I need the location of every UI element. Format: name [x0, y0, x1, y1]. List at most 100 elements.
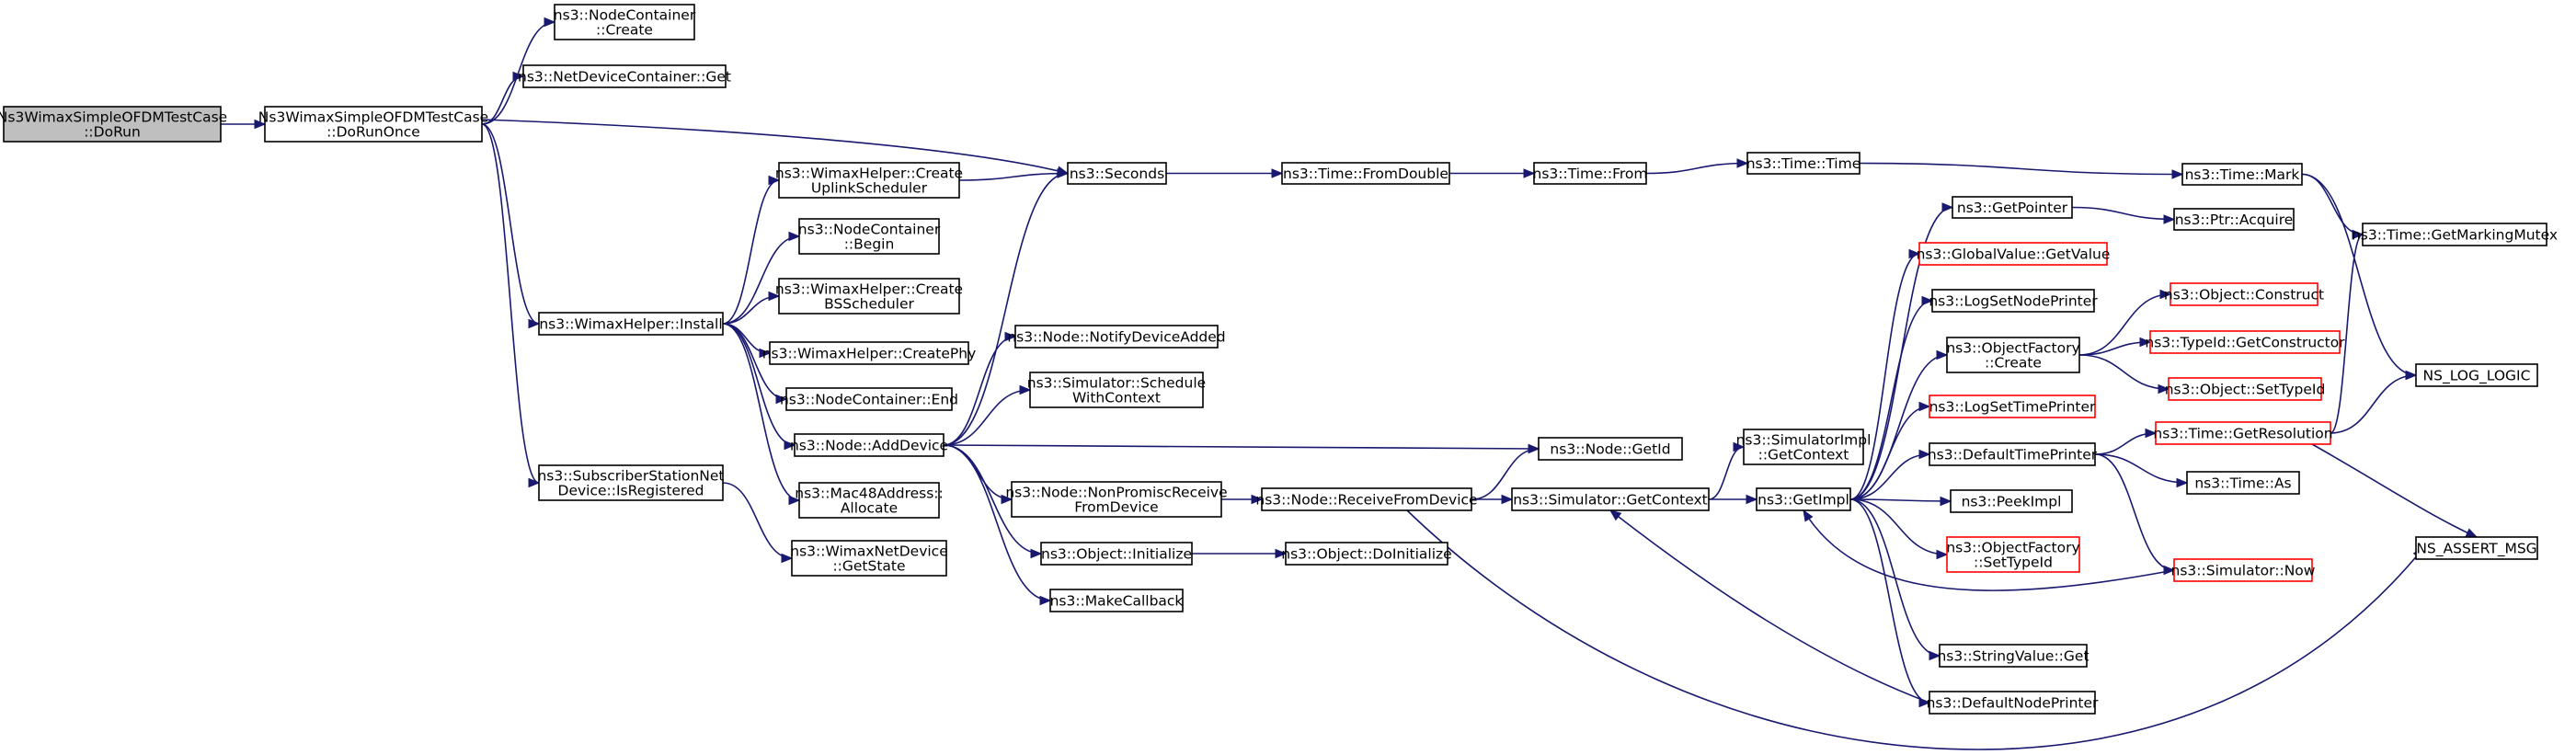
node-ncCreate[interactable]: ns3::NodeContainer::Create: [554, 4, 696, 40]
node-getMarkingMutex[interactable]: ns3::Time::GetMarkingMutex: [2352, 223, 2558, 246]
node-box-macAllocate[interactable]: [798, 482, 940, 519]
node-wimaxInstall[interactable]: ns3::WimaxHelper::Install: [538, 312, 724, 336]
node-box-doRunOnce[interactable]: [264, 106, 483, 143]
node-box-objSetTypeId[interactable]: [2168, 377, 2322, 401]
node-timeFromDouble[interactable]: ns3::Time::FromDouble: [1281, 162, 1450, 185]
node-ncBegin[interactable]: ns3::NodeContainer::Begin: [798, 218, 941, 255]
node-simNow[interactable]: ns3::Simulator::Now: [2171, 558, 2316, 582]
node-macAllocate[interactable]: ns3::Mac48Address::Allocate: [795, 482, 944, 519]
node-box-nonPromisc[interactable]: [1011, 481, 1222, 518]
node-box-ofSetTypeId[interactable]: [1946, 536, 2080, 573]
node-box-objInitialize[interactable]: [1040, 542, 1193, 566]
node-box-gvGetValue[interactable]: [1918, 242, 2108, 266]
node-ncEnd[interactable]: ns3::NodeContainer::End: [780, 387, 958, 411]
node-box-seconds[interactable]: [1067, 162, 1167, 185]
node-wnGetState[interactable]: ns3::WimaxNetDevice::GetState: [790, 540, 948, 577]
node-box-simGetContext[interactable]: [1511, 487, 1710, 511]
node-box-createUplink[interactable]: [778, 162, 960, 199]
node-getPointer[interactable]: ns3::GetPointer: [1952, 196, 2073, 219]
node-ofCreate[interactable]: ns3::ObjectFactory::Create: [1946, 337, 2080, 373]
node-objSetTypeId[interactable]: ns3::Object::SetTypeId: [2165, 377, 2326, 401]
node-box-nsAssertMsg[interactable]: [2415, 536, 2538, 560]
node-box-ncEnd[interactable]: [785, 387, 953, 411]
node-addDevice[interactable]: ns3::Node::AddDevice: [790, 433, 948, 457]
node-box-peekImpl[interactable]: [1950, 489, 2073, 513]
node-box-getMarkingMutex[interactable]: [2362, 223, 2547, 246]
node-peekImpl[interactable]: ns3::PeekImpl: [1950, 489, 2073, 513]
node-box-getPointer[interactable]: [1952, 196, 2073, 219]
node-logSetTime[interactable]: ns3::LogSetTimePrinter: [1929, 395, 2096, 418]
node-box-defTimePrinter[interactable]: [1929, 442, 2096, 466]
node-defTimePrinter[interactable]: ns3::DefaultTimePrinter: [1928, 442, 2098, 466]
node-timeFrom[interactable]: ns3::Time::From: [1533, 162, 1648, 185]
node-box-receiveFrom[interactable]: [1261, 487, 1472, 511]
node-box-ndcGet[interactable]: [522, 64, 727, 88]
node-simGetContext[interactable]: ns3::Simulator::GetContext: [1511, 487, 1710, 511]
node-seconds[interactable]: ns3::Seconds: [1067, 162, 1167, 185]
node-box-logSetNode[interactable]: [1931, 289, 2095, 313]
node-box-wimaxInstall[interactable]: [538, 312, 724, 336]
node-box-logSetTime[interactable]: [1929, 395, 2096, 418]
node-ndcGet[interactable]: ns3::NetDeviceContainer::Get: [518, 64, 731, 88]
node-box-ssIsRegistered[interactable]: [538, 464, 724, 501]
node-ssIsRegistered[interactable]: ns3::SubscriberStationNetDevice::IsRegis…: [537, 464, 725, 501]
node-timeMark[interactable]: ns3::Time::Mark: [2181, 163, 2303, 186]
node-nsAssertMsg[interactable]: NS_ASSERT_MSG: [2415, 536, 2538, 560]
node-typeIdGetCtor[interactable]: ns3::TypeId::GetConstructor: [2145, 330, 2345, 354]
node-simImplGetCtx[interactable]: ns3::SimulatorImpl::GetContext: [1736, 429, 1872, 465]
node-ptrAcquire[interactable]: ns3::Ptr::Acquire: [2173, 208, 2295, 231]
node-objInitialize[interactable]: ns3::Object::Initialize: [1040, 542, 1193, 566]
node-box-nodeGetId[interactable]: [1538, 437, 1683, 461]
node-box-objDoInit[interactable]: [1285, 542, 1448, 566]
node-box-defNodePrinter[interactable]: [1929, 691, 2096, 715]
node-box-makeCallback[interactable]: [1049, 589, 1184, 612]
node-gvGetValue[interactable]: ns3::GlobalValue::GetValue: [1917, 242, 2111, 266]
node-makeCallback[interactable]: ns3::MakeCallback: [1049, 589, 1184, 612]
node-svGet[interactable]: ns3::StringValue::Get: [1937, 644, 2089, 668]
node-box-timeFromDouble[interactable]: [1281, 162, 1450, 185]
node-objDoInit[interactable]: ns3::Object::DoInitialize: [1281, 542, 1452, 566]
node-notifyDevice[interactable]: ns3::Node::NotifyDeviceAdded: [1007, 325, 1226, 349]
node-box-simNow[interactable]: [2173, 558, 2313, 582]
node-box-objConstruct[interactable]: [2170, 282, 2318, 306]
node-createPhy[interactable]: ns3::WimaxHelper::CreatePhy: [762, 341, 977, 365]
node-box-timeFrom[interactable]: [1533, 162, 1647, 185]
node-receiveFrom[interactable]: ns3::Node::ReceiveFromDevice: [1255, 487, 1478, 511]
node-box-typeIdGetCtor[interactable]: [2149, 330, 2341, 354]
node-timeTime[interactable]: ns3::Time::Time: [1746, 152, 1861, 175]
node-getImpl[interactable]: ns3::GetImpl: [1756, 487, 1851, 511]
node-box-timeTime[interactable]: [1746, 152, 1860, 175]
node-nsLogLogic[interactable]: NS_LOG_LOGIC: [2415, 363, 2538, 387]
node-box-nsLogLogic[interactable]: [2415, 363, 2538, 387]
node-box-ptrAcquire[interactable]: [2173, 208, 2295, 231]
node-logSetNode[interactable]: ns3::LogSetNodePrinter: [1929, 289, 2098, 313]
node-box-svGet[interactable]: [1939, 644, 2088, 668]
node-box-simImplGetCtx[interactable]: [1743, 429, 1864, 465]
node-box-wnGetState[interactable]: [791, 540, 947, 577]
node-timeGetRes[interactable]: ns3::Time::GetResolution: [2153, 421, 2333, 445]
node-nodeGetId[interactable]: ns3::Node::GetId: [1538, 437, 1683, 461]
node-box-root[interactable]: [3, 106, 222, 143]
node-box-timeMark[interactable]: [2181, 163, 2303, 186]
node-box-ncBegin[interactable]: [798, 218, 940, 255]
node-box-createBS[interactable]: [778, 278, 960, 315]
node-box-ofCreate[interactable]: [1946, 337, 2080, 373]
node-box-ncCreate[interactable]: [554, 4, 695, 40]
node-box-scheduleCtx[interactable]: [1029, 372, 1204, 408]
node-objConstruct[interactable]: ns3::Object::Construct: [2164, 282, 2324, 306]
node-box-createPhy[interactable]: [769, 341, 969, 365]
node-box-notifyDevice[interactable]: [1014, 325, 1219, 349]
node-box-addDevice[interactable]: [794, 433, 945, 457]
node-box-timeAs[interactable]: [2186, 471, 2300, 495]
node-root[interactable]: Ns3WimaxSimpleOFDMTestCase::DoRun: [0, 106, 227, 143]
node-timeAs[interactable]: ns3::Time::As: [2186, 471, 2300, 495]
node-box-getImpl[interactable]: [1756, 487, 1851, 511]
node-doRunOnce[interactable]: Ns3WimaxSimpleOFDMTestCase::DoRunOnce: [258, 106, 488, 143]
node-ofSetTypeId[interactable]: ns3::ObjectFactory::SetTypeId: [1946, 536, 2080, 573]
node-box-timeGetRes[interactable]: [2155, 421, 2331, 445]
node-defNodePrinter[interactable]: ns3::DefaultNodePrinter: [1927, 691, 2099, 715]
